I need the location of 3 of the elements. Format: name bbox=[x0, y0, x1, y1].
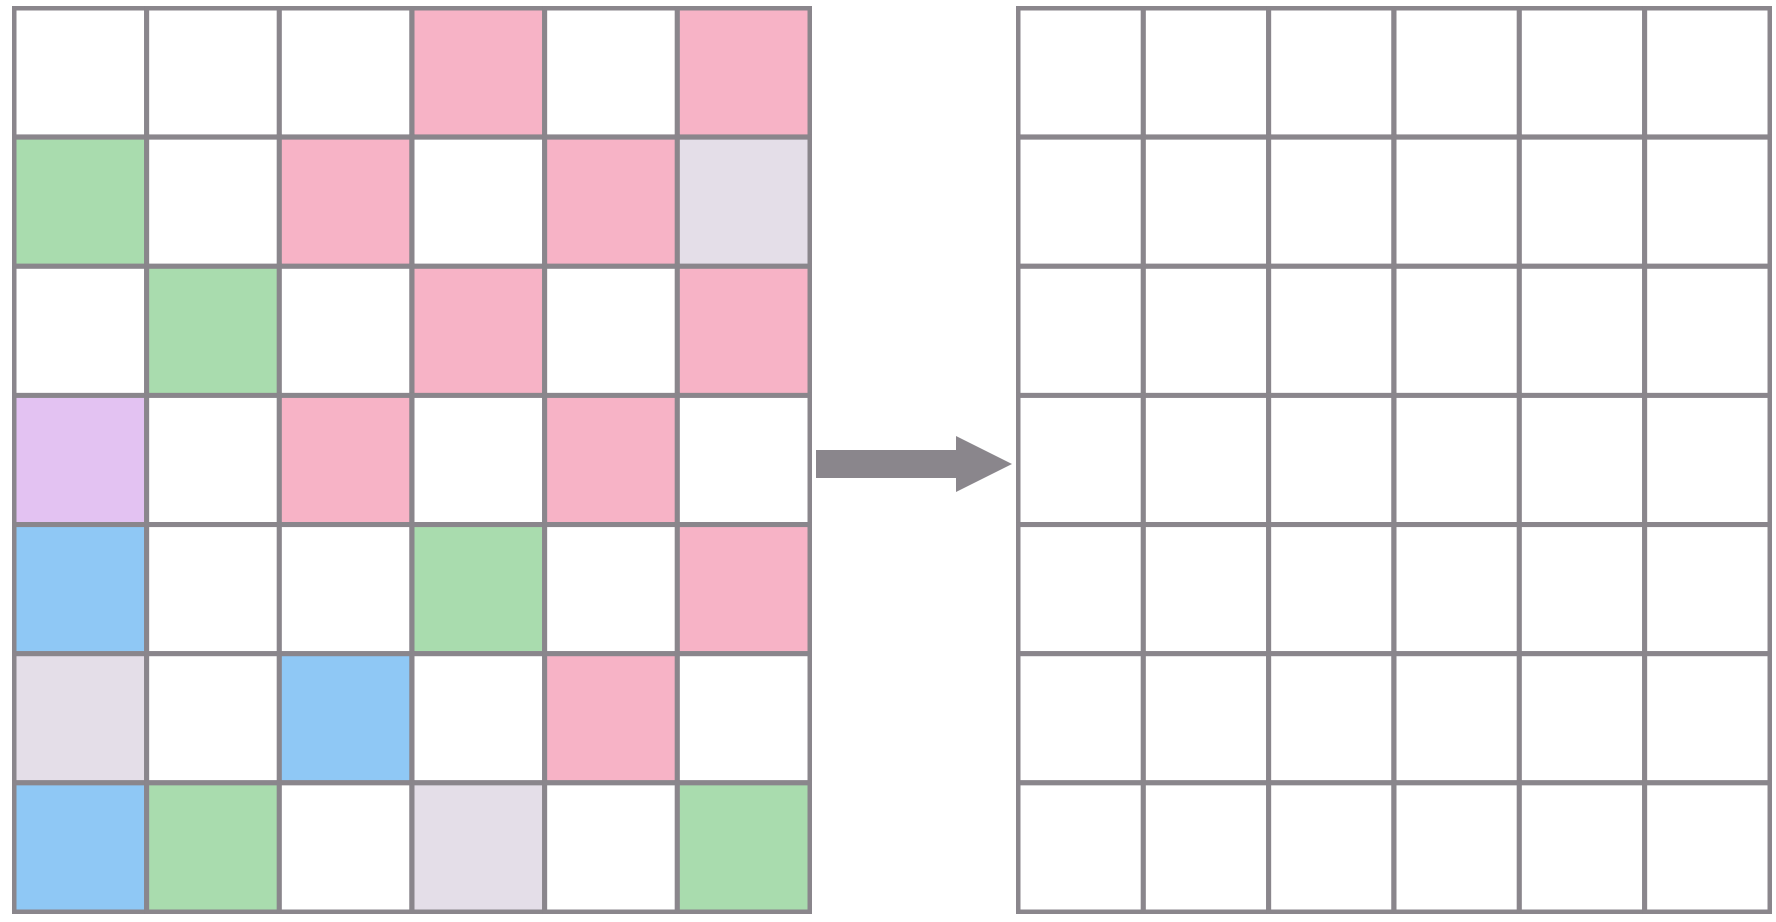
grid-drawing bbox=[12, 6, 812, 914]
grid-drawing bbox=[1016, 6, 1772, 914]
arrow bbox=[816, 436, 1012, 492]
